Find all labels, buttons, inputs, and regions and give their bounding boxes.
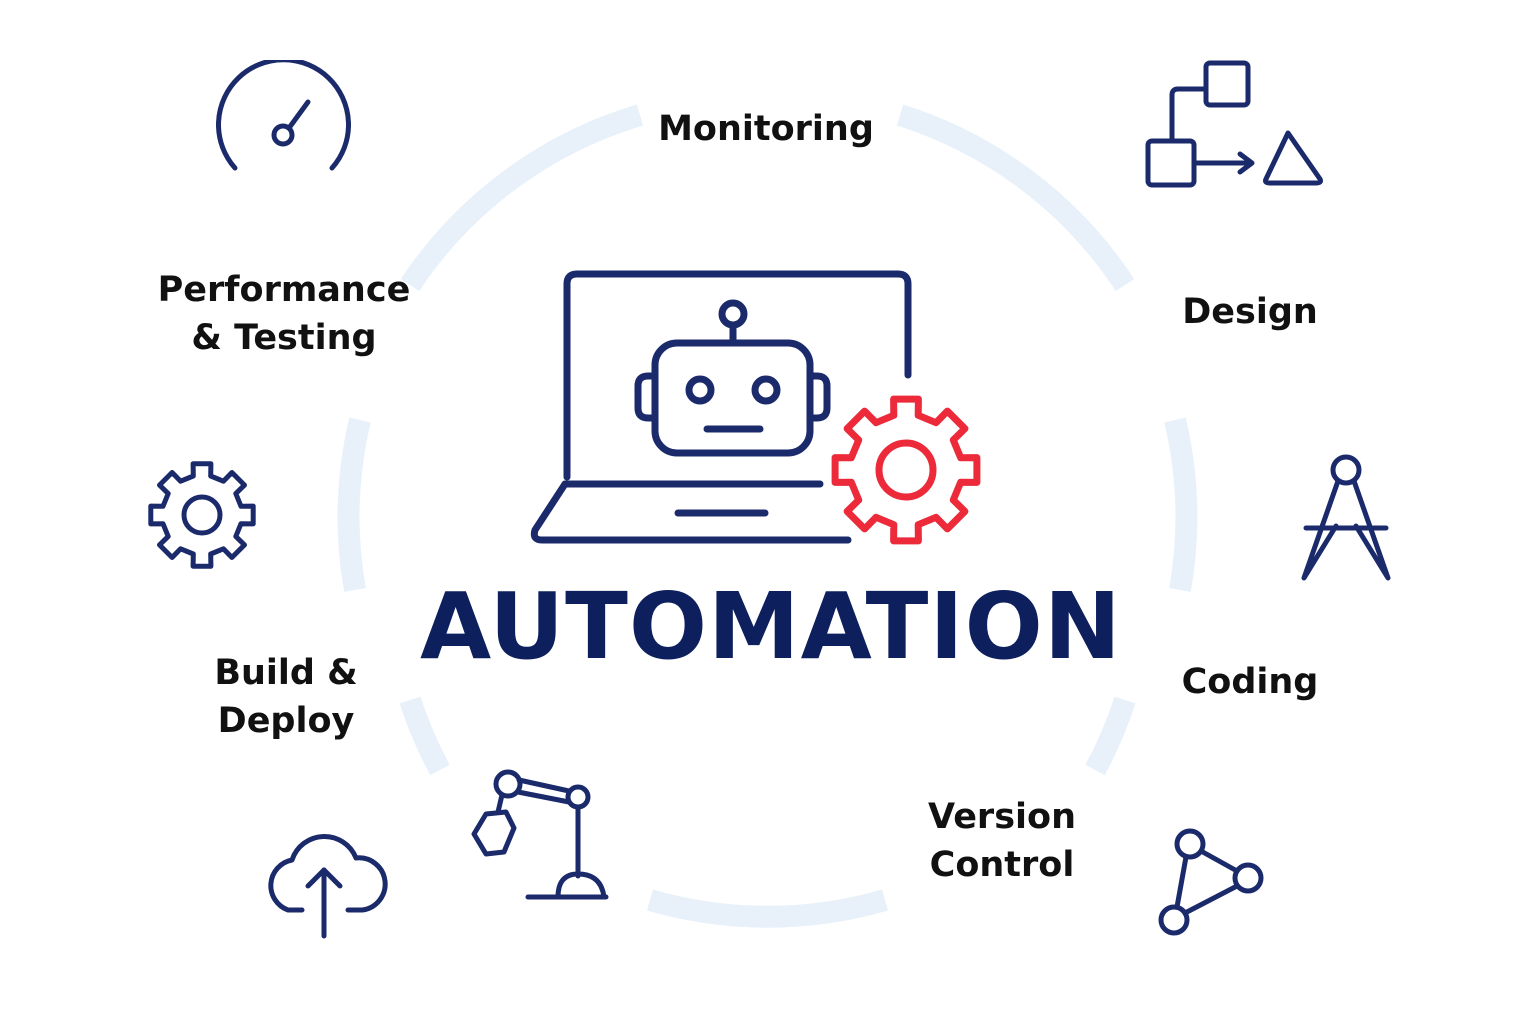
stage-label-line: Performance xyxy=(157,270,411,310)
cloud-upload-icon xyxy=(268,833,388,939)
stage-label-monitoring: Monitoring xyxy=(626,105,906,153)
stage-label-line: Version xyxy=(928,797,1076,837)
stage-label-coding: Coding xyxy=(1130,658,1370,706)
stage-label-version-control: Version Control xyxy=(880,793,1124,889)
gear-icon xyxy=(148,461,256,569)
stage-label-performance-testing: Performance & Testing xyxy=(134,266,434,362)
stage-label-build-deploy: Build & Deploy xyxy=(166,649,406,745)
stage-label-line: Control xyxy=(929,845,1075,885)
robot-icon xyxy=(634,299,831,457)
stage-label-line: Deploy xyxy=(217,701,355,741)
stage-label-line: Monitoring xyxy=(658,109,874,149)
stage-label-line: Coding xyxy=(1181,662,1319,702)
stage-label-line: Build & xyxy=(214,653,358,693)
stage-label-design: Design xyxy=(1130,288,1370,336)
robotic-arm-icon xyxy=(471,769,609,900)
stage-label-line: Design xyxy=(1182,292,1318,332)
node-graph-icon xyxy=(1158,828,1264,936)
speedometer-icon xyxy=(216,60,351,171)
diagram-title: AUTOMATION xyxy=(420,573,1122,680)
flowchart-icon xyxy=(1145,60,1323,188)
laptop-icon xyxy=(530,270,912,544)
stage-label-line: & Testing xyxy=(191,318,377,358)
drafting-compass-icon xyxy=(1301,454,1391,581)
red-gear-icon xyxy=(831,395,981,545)
